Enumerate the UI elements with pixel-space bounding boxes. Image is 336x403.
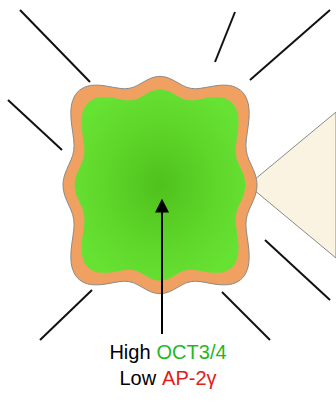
- boundary-line: [20, 10, 90, 82]
- boundary-line: [40, 290, 92, 340]
- boundary-line: [8, 100, 62, 150]
- boundary-line: [265, 240, 330, 300]
- cell-body: [63, 76, 257, 293]
- boundary-line: [222, 292, 270, 340]
- label-line: High OCT3/4: [0, 340, 336, 364]
- cell-cytoplasm: [75, 89, 246, 280]
- neighbour-cell: [248, 112, 336, 258]
- marker-name: AP-2γ: [162, 367, 216, 389]
- level-word: High: [109, 341, 150, 363]
- boundary-line: [215, 12, 235, 62]
- pointer-arrow: [161, 200, 163, 334]
- marker-name: OCT3/4: [157, 341, 227, 363]
- boundary-line: [250, 10, 330, 80]
- cell-membrane: [63, 76, 257, 293]
- level-word: Low: [119, 367, 156, 389]
- label-line: Low AP-2γ: [0, 366, 336, 390]
